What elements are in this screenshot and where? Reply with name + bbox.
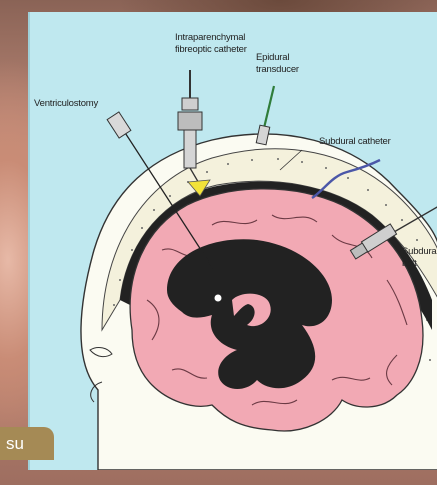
label-intraparenchymal-line1: Intraparenchymal xyxy=(175,32,247,44)
label-subdural-bolt: Subdural bolt xyxy=(402,246,437,270)
label-epidural: Epidural transducer xyxy=(256,52,299,76)
label-epidural-line1: Epidural xyxy=(256,52,299,64)
overlay-tab[interactable]: su xyxy=(0,427,54,460)
brain-diagram xyxy=(30,12,437,470)
label-subdural-bolt-line1: Subdural xyxy=(402,246,437,258)
label-intraparenchymal: Intraparenchymal fibreoptic catheter xyxy=(175,32,247,56)
ventricle-dot xyxy=(215,295,222,302)
label-subdural-catheter: Subdural catheter xyxy=(319,136,391,148)
label-epidural-line2: transducer xyxy=(256,64,299,76)
diagram-panel: Intraparenchymal fibreoptic catheter Epi… xyxy=(28,12,437,470)
label-intraparenchymal-line2: fibreoptic catheter xyxy=(175,44,247,56)
label-subdural-bolt-line2: bolt xyxy=(402,258,437,270)
label-ventriculostomy: Ventriculostomy xyxy=(34,98,98,110)
